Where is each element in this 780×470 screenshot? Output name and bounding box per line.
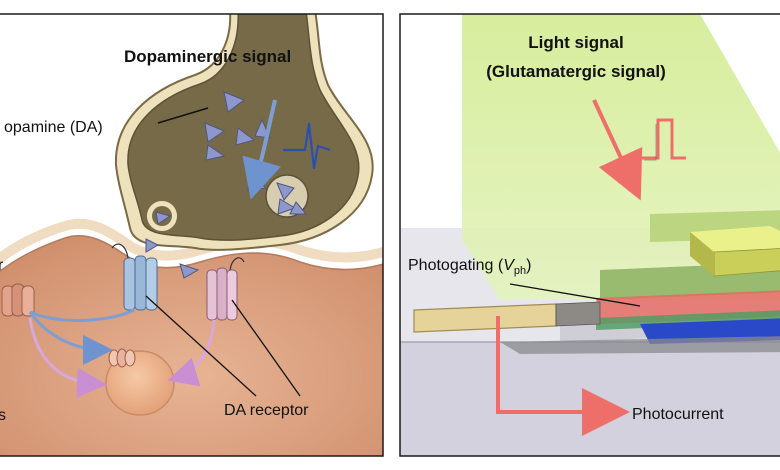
photocurrent-label: Photocurrent: [632, 406, 724, 423]
blue-pathway-arrow: [28, 308, 135, 350]
receptor-label: DA receptor: [224, 402, 309, 419]
action-potential-icon: [283, 122, 331, 170]
right-title-line1: Light signal: [528, 33, 623, 52]
top-slab-top: [690, 226, 780, 252]
light-pulse-icon: [640, 118, 686, 160]
electrode-contact: [555, 301, 601, 327]
molecule-layer: [500, 310, 780, 354]
light-arrow: [592, 99, 643, 201]
side-channel: [1, 283, 35, 317]
nuclear-protein: [108, 348, 136, 368]
right-title-line2: (Glutamatergic signal): [486, 62, 665, 81]
receptor-pointer-2: [231, 299, 301, 397]
photogating-pointer: [509, 283, 641, 307]
cut-label-bottom: s: [0, 407, 6, 424]
signal-arrow: [242, 99, 281, 200]
left-panel-frame: [0, 13, 384, 457]
right-panel-frame: [399, 13, 780, 457]
light-pulse-icon-outline: [644, 124, 657, 161]
right-panel: Light signal (Glutamatergic signal) Phot…: [400, 14, 780, 456]
top-slab-side: [690, 232, 714, 276]
top-slab-front: [713, 248, 780, 277]
da-receptor-pink: [206, 257, 245, 321]
dopamine-label: opamine (DA): [4, 119, 103, 136]
pink-side-arrow: [28, 317, 107, 398]
pink-pathway-arrow: [167, 319, 216, 387]
cut-label-top: r: [0, 257, 4, 274]
left-panel-title: Dopaminergic signal: [124, 47, 291, 66]
photogating-label: Photogating (Vph): [408, 257, 531, 277]
postsynaptic-cell: [0, 235, 383, 456]
da-pointer: [157, 107, 209, 124]
da-receptor-blue: [111, 243, 158, 311]
released-dopamine: [145, 238, 200, 279]
left-panel: Dopaminergic signal opamine (DA) DA rece…: [0, 14, 383, 456]
receptor-pointer-1: [145, 295, 257, 397]
postsynaptic-membrane: [0, 218, 383, 265]
photocurrent-arrow: [496, 316, 630, 436]
